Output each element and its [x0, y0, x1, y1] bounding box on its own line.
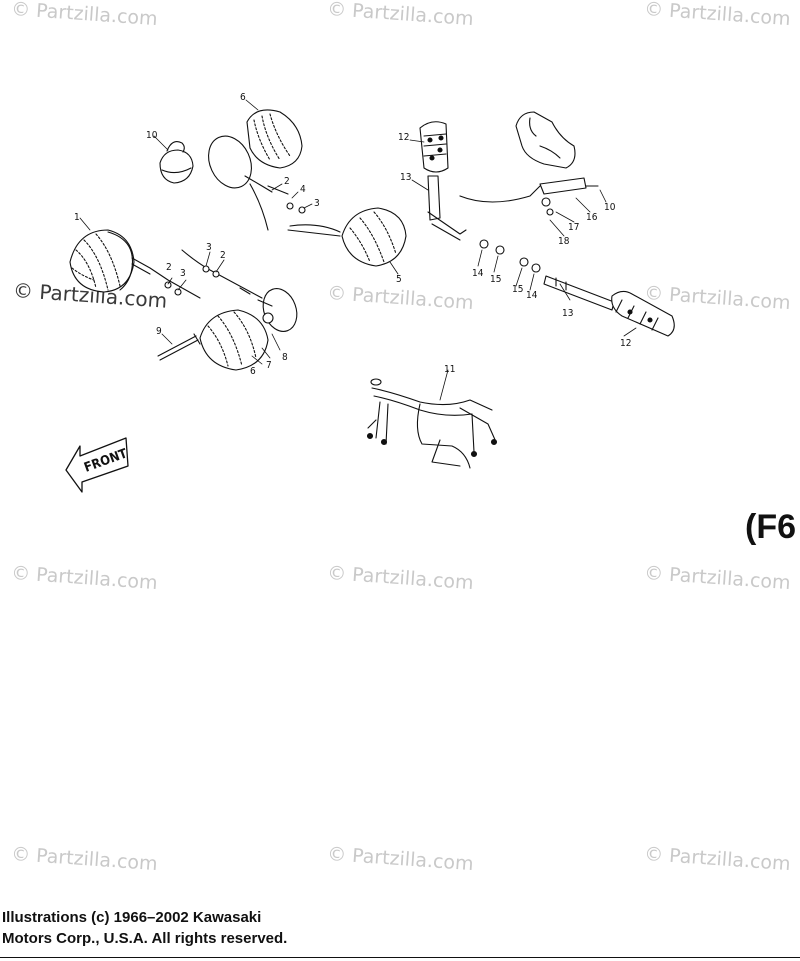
callout: 16 — [586, 212, 598, 223]
part-nuts — [479, 239, 541, 273]
front-arrow — [65, 437, 129, 493]
part-cap-left — [159, 141, 194, 184]
callout: 4 — [300, 184, 306, 195]
copyright-line-2: Motors Corp., U.S.A. All rights reserved… — [2, 930, 288, 947]
callout: 13 — [562, 308, 573, 319]
part-grip-lower — [611, 290, 675, 337]
bottom-divider — [0, 957, 800, 958]
callout: 3 — [180, 268, 186, 279]
callout: 13 — [400, 172, 411, 183]
callout: 2 — [220, 250, 226, 261]
callout: 3 — [314, 198, 320, 209]
part-turn-signal-upper — [208, 109, 303, 231]
callout: 9 — [156, 326, 162, 337]
part-turn-signal-middle — [286, 202, 407, 267]
callout-numbers: 6 10 1 2 4 3 5 2 3 3 2 6 7 8 9 12 13 11 … — [74, 92, 631, 377]
callout: 8 — [282, 352, 288, 363]
callout: 11 — [444, 364, 455, 375]
part-throttle-tube-upper — [427, 175, 467, 241]
callout: 7 — [266, 360, 272, 371]
callout: 14 — [526, 290, 538, 301]
callout: 15 — [512, 284, 523, 295]
callout: 14 — [472, 268, 484, 279]
callout: 5 — [396, 274, 402, 285]
callout: 12 — [620, 338, 631, 349]
callout: 6 — [240, 92, 246, 103]
callout: 10 — [146, 130, 158, 141]
callout: 6 — [250, 366, 256, 377]
leader-lines — [79, 99, 637, 401]
part-wiring-harness — [366, 378, 498, 469]
callout: 12 — [398, 132, 409, 143]
copyright-notice: Illustrations (c) 1966–2002 Kawasaki Mot… — [2, 907, 287, 949]
part-bolt — [157, 333, 201, 361]
callout: 15 — [490, 274, 501, 285]
callout: 10 — [604, 202, 616, 213]
callout: 17 — [568, 222, 579, 233]
callout: 2 — [284, 176, 290, 187]
part-switch-housing — [459, 111, 599, 216]
callout: 3 — [206, 242, 212, 253]
part-throttle-tube-lower — [543, 275, 615, 311]
callout: 18 — [558, 236, 570, 247]
figure-code: (F6 — [745, 508, 796, 546]
part-grip-upper — [419, 121, 449, 173]
part-turn-signal-left — [69, 229, 201, 299]
part-turn-signal-lower — [199, 288, 298, 371]
callout: 2 — [166, 262, 172, 273]
callout: 1 — [74, 212, 80, 223]
copyright-line-1: Illustrations (c) 1966–2002 Kawasaki — [2, 909, 262, 926]
